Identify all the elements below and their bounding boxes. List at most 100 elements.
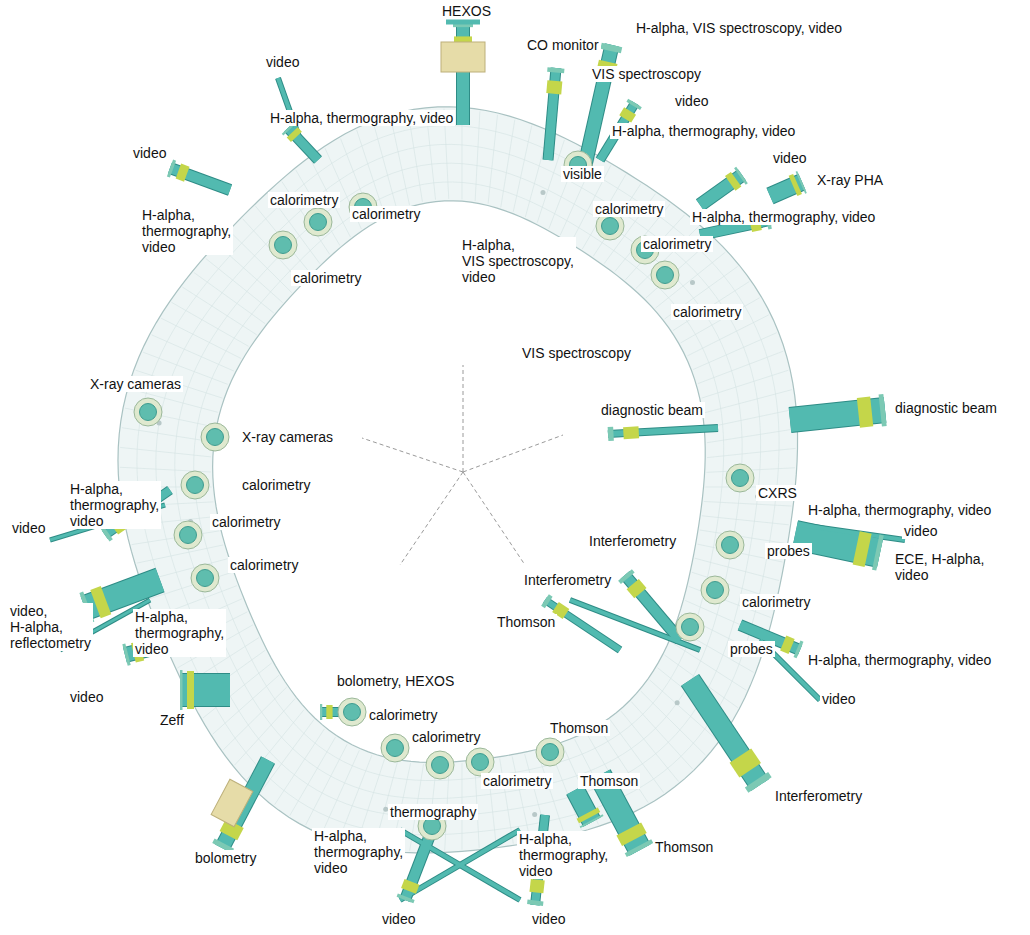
diagnostic-label: Thomson [495, 614, 557, 630]
torus-mesh [706, 409, 794, 428]
port-collar [292, 132, 296, 136]
torus-mesh [707, 448, 796, 457]
port-tube [790, 410, 885, 420]
port-collar [629, 829, 635, 840]
diagnostic-label: video, H-alpha, reflectometry [8, 603, 93, 651]
diagnostic-label: ECE, H-alpha, video [893, 551, 986, 583]
torus-mesh [488, 115, 497, 204]
port-collar [178, 171, 186, 174]
diagnostic-label: H-alpha, thermography, video [806, 502, 993, 518]
port-tube-edge [180, 673, 230, 707]
port-collar [556, 607, 567, 614]
label-line: Interferometry [775, 788, 862, 804]
port-collar [409, 882, 413, 891]
round-port [676, 613, 704, 641]
label-line: H-alpha, [462, 237, 574, 253]
round-port [651, 261, 679, 289]
label-line: H-alpha, [314, 828, 403, 844]
diagnostic-label: Thomson [548, 720, 610, 736]
torus-mesh [306, 744, 348, 825]
label-line: diagnostic beam [895, 400, 997, 416]
diagnostic-label: calorimetry [593, 201, 665, 217]
label-line: video [135, 641, 224, 657]
label-line: Interferometry [524, 572, 611, 588]
label-line: H-alpha, VIS spectroscopy, video [636, 20, 842, 36]
diagnostic-label: diagnostic beam [893, 400, 999, 416]
port-collar [856, 548, 868, 551]
round-port-centre [707, 582, 724, 599]
label-line: calorimetry [673, 304, 741, 320]
label-line: Zeff [160, 712, 184, 728]
label-line: video [314, 860, 403, 876]
label-line: bolometry, HEXOS [337, 673, 454, 689]
port-tube [800, 525, 905, 540]
diagnostic-label: calorimetry [410, 729, 482, 745]
label-line: H-alpha, thermography, video [692, 209, 875, 225]
label-line: thermography, [70, 497, 159, 513]
port-collar [554, 81, 555, 94]
diagnostic-label: bolometry, HEXOS [335, 673, 456, 689]
port-tube-edge [790, 410, 885, 420]
torus-mesh [137, 126, 779, 835]
port-flange [625, 575, 628, 578]
label-line: X-ray PHA [817, 172, 883, 188]
diagnostic-label: Thomson [653, 839, 715, 855]
port-tube-edge [400, 830, 520, 900]
label-line: calorimetry [293, 270, 361, 286]
round-port-centre [472, 754, 489, 771]
label-line: video [519, 863, 608, 879]
torus-mesh [194, 182, 724, 781]
port-collar [623, 426, 638, 439]
label-line: calorimetry [483, 773, 551, 789]
label-line: video, [10, 603, 91, 619]
torus-mesh [702, 516, 789, 525]
torus-mesh [322, 750, 359, 833]
port-collar [587, 813, 589, 817]
port-tube-edge [400, 830, 520, 900]
diagnostic-label: H-alpha, thermography, video [690, 209, 877, 225]
label-line: Thomson [580, 773, 638, 789]
round-port [726, 464, 754, 492]
diagnostic-label: VIS spectroscopy [520, 345, 633, 361]
diagnostic-label: calorimetry [240, 477, 312, 493]
round-port-centre [207, 429, 224, 446]
diagnostic-label: X-ray PHA [815, 172, 885, 188]
diagnostic-label: video [530, 911, 567, 927]
port-tube [690, 680, 760, 785]
port-collar [858, 411, 871, 412]
label-line: thermography, [142, 223, 231, 239]
torus-mesh [475, 111, 480, 201]
ports [50, 22, 905, 905]
round-port [466, 748, 494, 776]
port-tube-edge [575, 790, 592, 822]
label-line: video [895, 567, 984, 583]
port-tube-edge [288, 128, 318, 160]
round-port-centre [657, 267, 674, 284]
label-line: X-ray cameras [242, 429, 333, 445]
torus-mesh [655, 252, 725, 308]
port-tube [400, 830, 520, 900]
diagnostic-label: calorimetry [291, 270, 363, 286]
label-line: calorimetry [242, 477, 310, 493]
diagnostic-label: X-ray cameras [88, 376, 183, 392]
port-flange [288, 128, 290, 130]
port-flange [320, 704, 322, 720]
label-line: VIS spectroscopy [522, 345, 631, 361]
label-line: video [773, 150, 806, 166]
diagnostic-label: H-alpha, thermography, video [68, 481, 161, 529]
diagnostic-label: calorimetry [268, 192, 340, 208]
port-flange [547, 68, 564, 73]
label-line: bolometry [195, 850, 256, 866]
diagnostic-label: video [673, 93, 710, 109]
label-line: H-alpha, [142, 207, 231, 223]
port-tube [180, 674, 230, 706]
torus-mesh [693, 333, 777, 370]
torus-mesh [182, 287, 256, 335]
label-line: H-alpha, thermography, video [612, 123, 795, 139]
diagnostic-label: Interferometry [587, 533, 678, 549]
torus-mesh [156, 144, 761, 816]
port-tube [400, 830, 520, 900]
torus-mesh [500, 759, 514, 844]
diagnostic-label: Thomson [578, 773, 640, 789]
